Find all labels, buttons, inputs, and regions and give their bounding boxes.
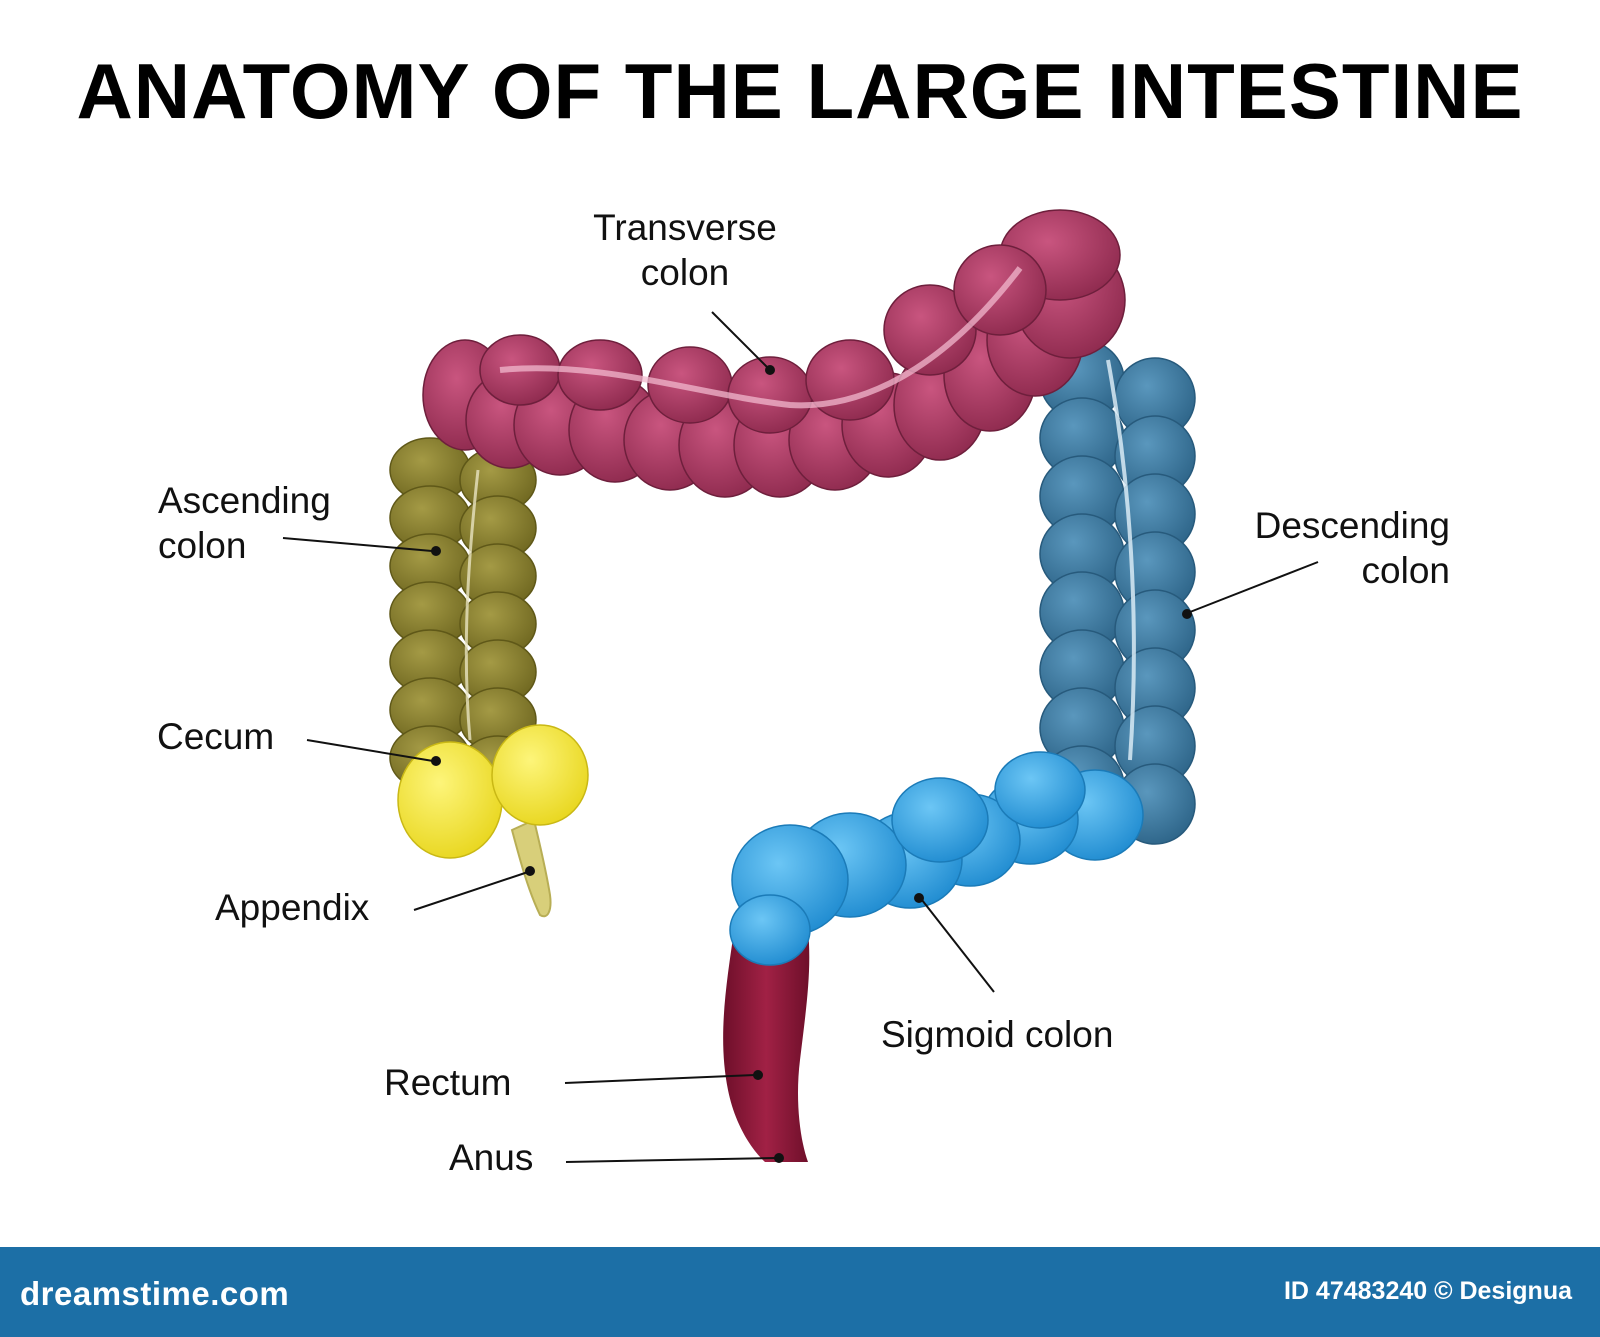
label-transverse-line-2: colon (640, 252, 730, 293)
cec-haustrum (397, 741, 503, 859)
transverse-colon-shape (422, 209, 1126, 498)
label-cecum: Cecum (157, 716, 275, 757)
sig-haustrum (994, 751, 1086, 829)
pointer-descending (1182, 561, 1319, 619)
pointer-appendix (413, 866, 535, 911)
cec-haustrum (491, 724, 589, 826)
cecum-shape (397, 724, 589, 859)
sigmoid-colon-shape (729, 751, 1144, 966)
trans-haustrum (805, 339, 895, 421)
label-ascending-line-2: colon (158, 525, 247, 566)
label-anus: Anus (449, 1137, 534, 1178)
descending-taenia-line (1106, 359, 1136, 761)
pointer-cecum (306, 739, 441, 766)
footer-credit: ID 47483240 © Designua (1283, 1277, 1572, 1305)
footer-bar: dreamstime.com ID 47483240 © Designua (0, 1247, 1600, 1337)
footer-site-name: dreamstime.com (20, 1275, 290, 1312)
trans-haustrum (883, 284, 977, 376)
label-transverse-colon: Transverse colon (560, 205, 810, 295)
label-descending-line-1: Descending (1254, 505, 1450, 546)
ascending-taenia-line (464, 469, 480, 741)
pointer-anus (565, 1153, 784, 1163)
label-sigmoid-colon: Sigmoid colon (881, 1014, 1114, 1055)
rectum-shape (723, 925, 810, 1162)
label-rectum: Rectum (384, 1062, 512, 1103)
diagram-title: ANATOMY OF THE LARGE INTESTINE (76, 47, 1524, 135)
label-appendix: Appendix (215, 887, 370, 928)
label-ascending-line-1: Ascending (158, 480, 331, 521)
pointer-rectum (564, 1070, 763, 1084)
sig-haustrum (891, 777, 989, 863)
label-transverse-line-1: Transverse (593, 207, 777, 248)
pointer-sigmoid (914, 893, 995, 993)
pointer-transverse (711, 311, 775, 375)
pointer-ascending (282, 537, 441, 556)
label-descending-line-2: colon (1361, 550, 1450, 591)
label-ascending-colon: Ascending colon (158, 478, 331, 568)
sig-haustrum (729, 894, 811, 966)
label-descending-colon: Descending colon (1190, 503, 1450, 593)
transverse-highlight (499, 266, 1023, 409)
